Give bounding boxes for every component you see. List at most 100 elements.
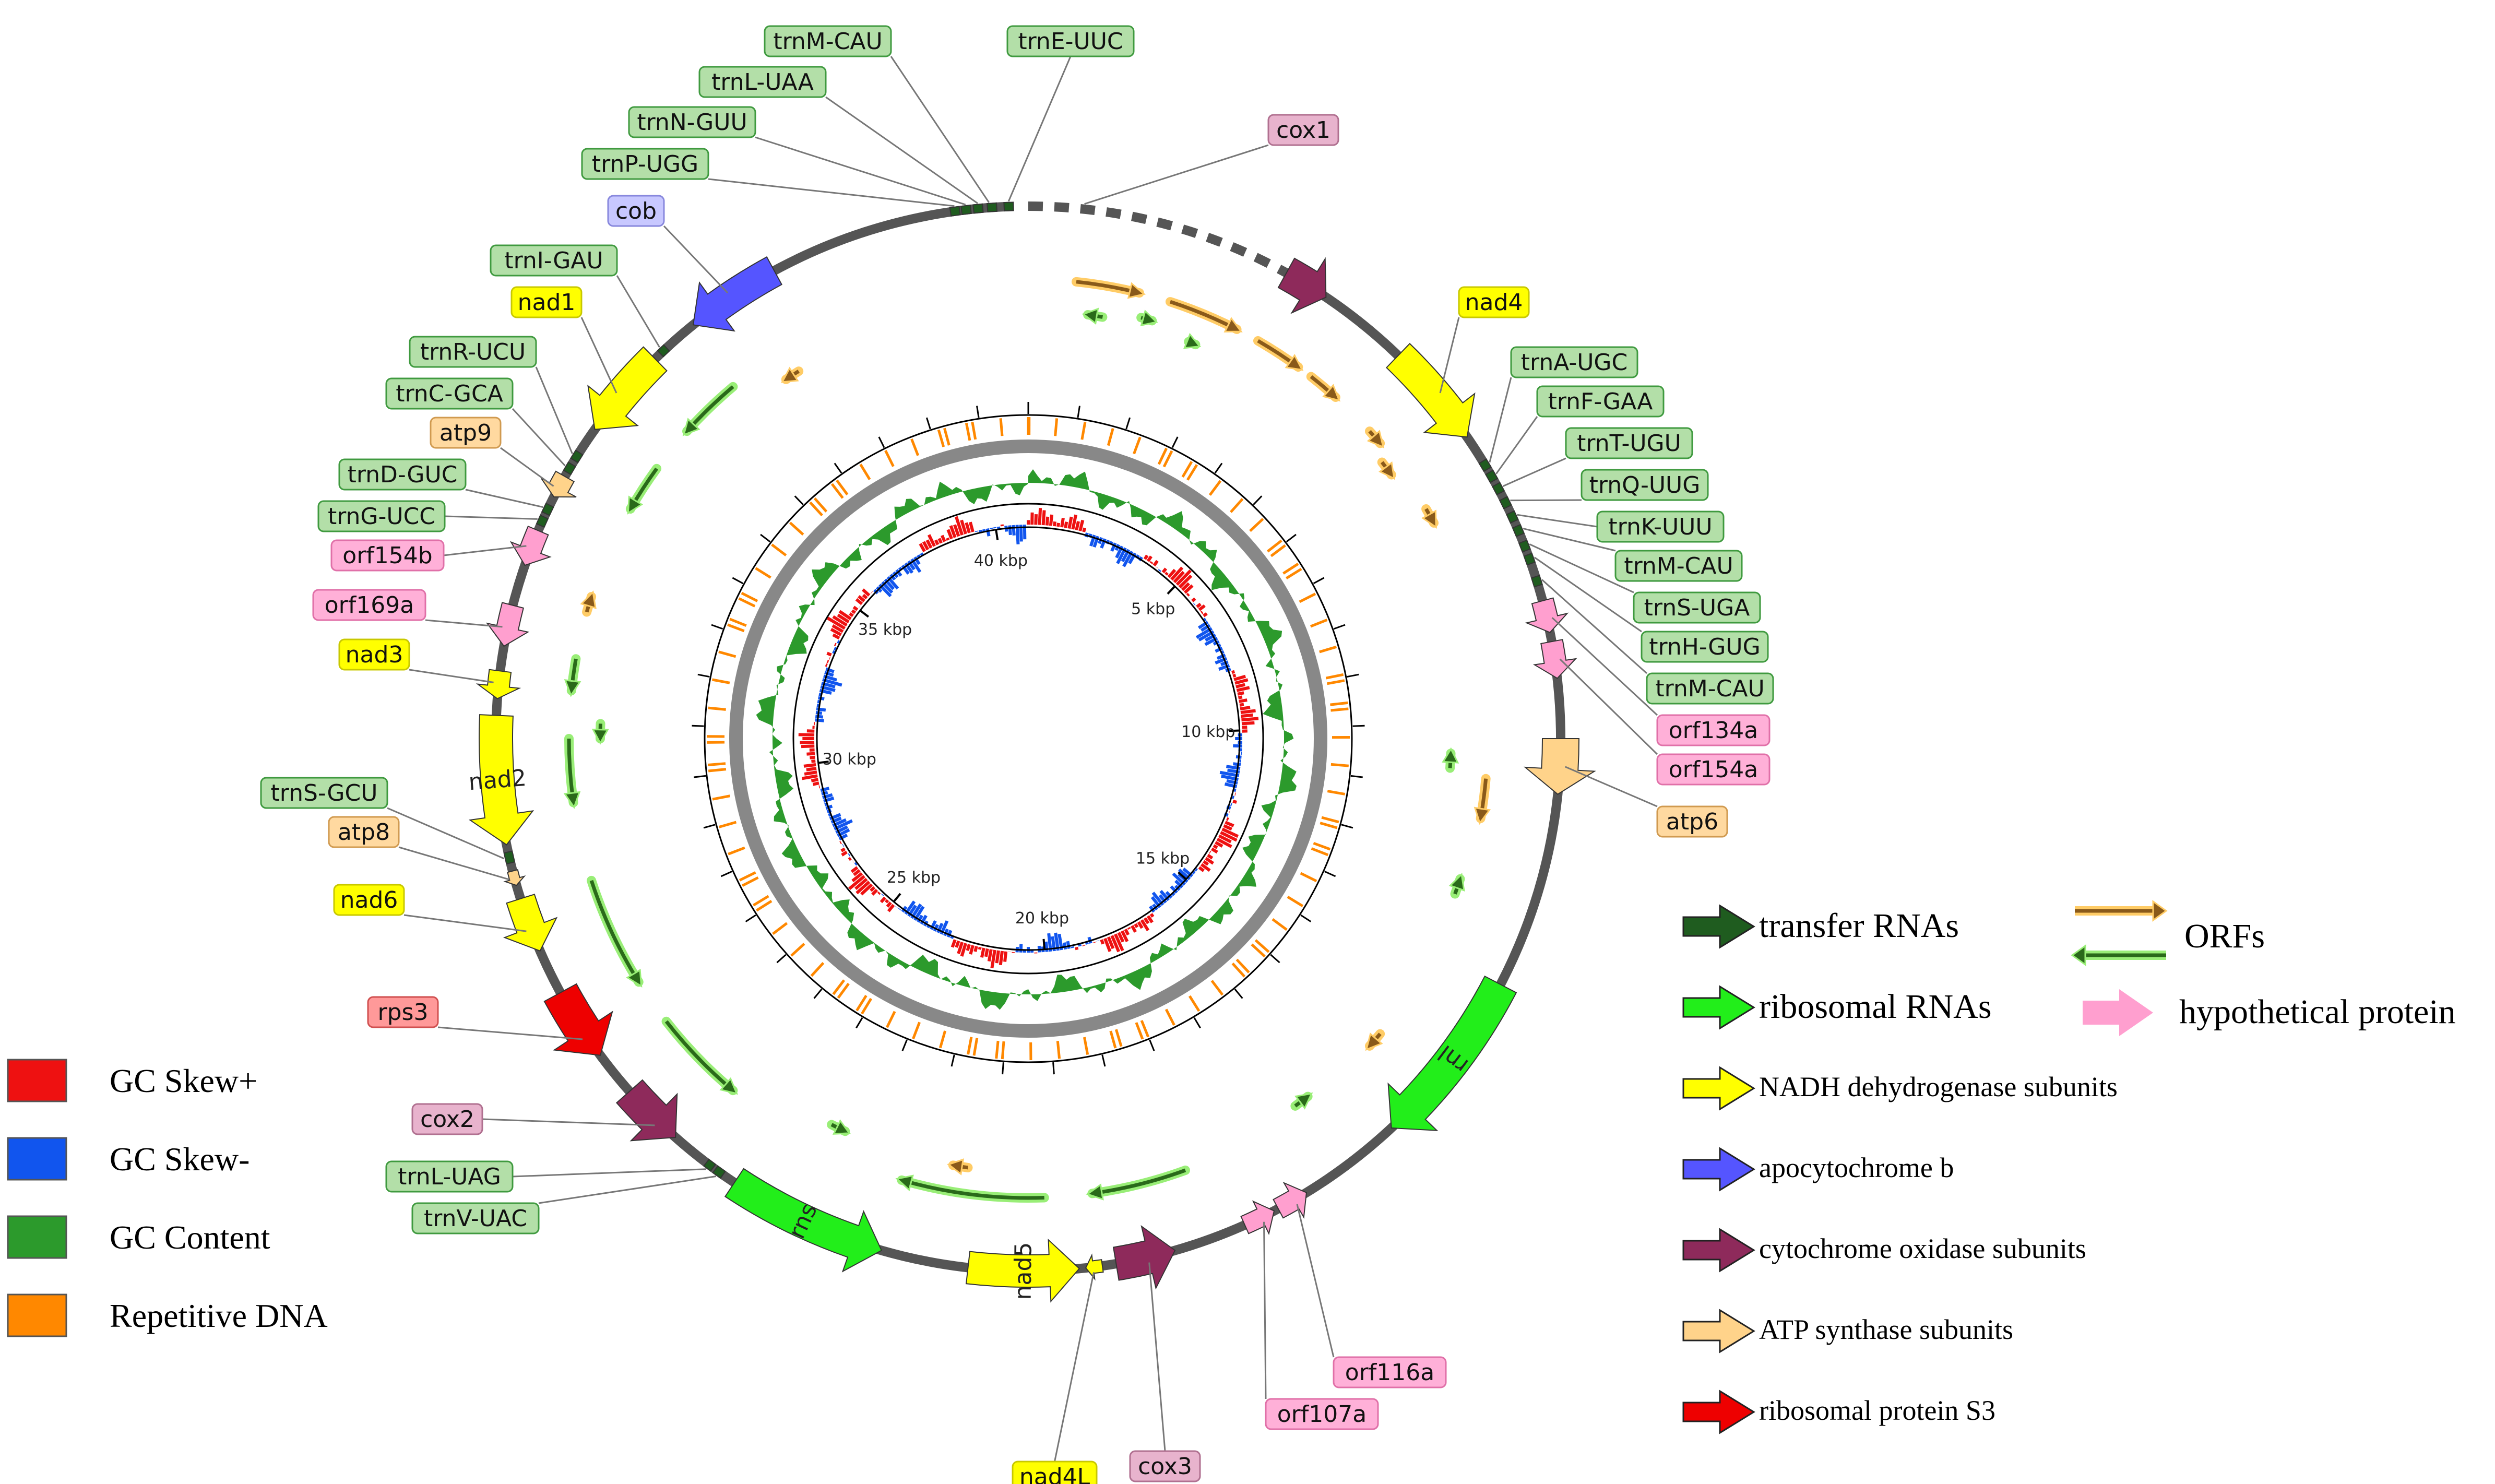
gc-skew-positive xyxy=(1078,519,1085,531)
leader-trnM-CAU-2 xyxy=(1523,528,1616,552)
gc-skew-positive xyxy=(1165,572,1169,576)
repeat-mark xyxy=(1320,822,1338,829)
gc-skew-positive xyxy=(1235,683,1245,688)
gc-skew-negative xyxy=(824,671,834,677)
label-trnH-GUG: trnH-GUG xyxy=(1649,634,1760,660)
gc-skew-negative xyxy=(822,793,833,799)
gc-skew-positive xyxy=(1226,817,1229,821)
label-trnM-CAU-1: trnM-CAU xyxy=(773,28,882,55)
repeat-mark xyxy=(755,567,771,579)
feature-rnl xyxy=(1387,975,1517,1131)
repeat-mark xyxy=(1325,673,1344,680)
leader-trnM-CAU-3 xyxy=(1541,579,1647,674)
outer-tick xyxy=(834,462,842,474)
kbp-tick-label: 5 kbp xyxy=(1131,600,1175,618)
gc-skew-negative xyxy=(1216,654,1226,660)
label-trnE-UUC: trnE-UUC xyxy=(1018,28,1123,55)
gc-skew-negative xyxy=(901,564,910,575)
repeat-mark xyxy=(995,1040,1000,1059)
gc-skew-positive xyxy=(860,883,873,896)
repeat-mark xyxy=(708,768,727,773)
gc-skew-positive xyxy=(1173,571,1185,584)
leader-trnR-UCU xyxy=(535,366,573,454)
gc-skew-negative xyxy=(854,862,858,866)
label-atp9: atp9 xyxy=(439,420,492,446)
gc-skew-positive xyxy=(1124,928,1130,936)
repeat-mark xyxy=(943,428,951,446)
label-box-trnV-UAC xyxy=(411,1202,540,1234)
legend-arrow xyxy=(1682,1147,1755,1192)
legend-arrow xyxy=(1682,1228,1755,1273)
feature-trnR-UCU xyxy=(570,449,584,464)
leader-rps3 xyxy=(437,1026,583,1040)
gc-skew-positive xyxy=(848,857,852,861)
gc-skew-positive xyxy=(1200,611,1204,614)
repeat-mark xyxy=(1162,450,1173,468)
gc-skew-positive xyxy=(1149,913,1155,918)
leader-trnL-UAG xyxy=(512,1168,707,1178)
gc-skew-positive xyxy=(1146,915,1154,923)
gc-skew-negative xyxy=(1170,885,1178,894)
gc-skew-negative xyxy=(943,928,949,936)
gc-skew-positive xyxy=(1216,837,1232,848)
gc-skew-positive xyxy=(1207,853,1214,860)
leader-trnT-UGU xyxy=(1502,457,1566,487)
label-trnS-GCU: trnS-GCU xyxy=(271,780,378,806)
gc-skew-positive xyxy=(937,538,943,544)
repeat-mark xyxy=(1330,707,1349,712)
legend-label: GC Content xyxy=(110,1219,270,1256)
feature-trnC-GCA xyxy=(563,461,576,476)
gc-skew-positive xyxy=(1225,821,1234,827)
label-trnC-GCA: trnC-GCA xyxy=(396,381,503,407)
label-box-nad4 xyxy=(1458,286,1530,318)
label-box-trnD-GUC xyxy=(338,458,467,491)
gc-skew-positive xyxy=(885,899,889,904)
gc-skew-positive xyxy=(1213,844,1218,849)
repeat-mark xyxy=(1210,980,1224,996)
orf-arrow-head xyxy=(1448,873,1465,892)
repeat-mark xyxy=(1282,563,1299,575)
leader-trnA-UGC xyxy=(1489,377,1512,463)
gc-skew-positive xyxy=(1220,831,1238,842)
gc-skew-negative xyxy=(837,640,840,644)
label-trnM-CAU-2: trnM-CAU xyxy=(1624,553,1733,579)
gc-skew-positive xyxy=(1149,561,1154,564)
leader-trnH-GUG xyxy=(1534,556,1642,633)
repeat-mark xyxy=(771,543,787,556)
label-box-trnS-UGA xyxy=(1633,591,1761,624)
gc-skew-positive xyxy=(925,539,933,549)
repeat-mark xyxy=(1321,816,1339,824)
repeat-mark xyxy=(1181,461,1193,478)
label-trnL-UAG: trnL-UAG xyxy=(398,1164,501,1190)
gc-skew-positive xyxy=(1107,936,1115,949)
gc-skew-positive xyxy=(861,588,871,597)
gc-skew-positive xyxy=(1100,939,1105,945)
label-box-trnT-UGU xyxy=(1565,427,1693,459)
repeat-mark xyxy=(837,982,850,999)
leader-nad3 xyxy=(409,669,494,683)
gc-skew-positive xyxy=(1140,919,1150,932)
repeat-mark xyxy=(1249,518,1264,532)
gc-skew-negative xyxy=(834,647,837,650)
gc-skew-positive xyxy=(1153,560,1159,567)
gc-skew-positive xyxy=(1121,930,1129,943)
leader-orf107a xyxy=(1263,1221,1267,1399)
feature-nad4 xyxy=(1385,342,1476,438)
gc-skew-positive xyxy=(1114,933,1124,952)
gc-skew-positive xyxy=(1056,523,1061,527)
leader-orf116a xyxy=(1296,1204,1335,1358)
label-orf116a: orf116a xyxy=(1345,1359,1434,1386)
gc-skew-positive xyxy=(858,595,865,602)
gc-skew-negative xyxy=(1110,542,1117,552)
outer-tick xyxy=(1214,462,1223,474)
outer-tick xyxy=(720,871,733,877)
leader-trnV-UAC xyxy=(538,1176,717,1204)
repeat-mark xyxy=(971,421,977,440)
kbp-tick-label: 10 kbp xyxy=(1181,723,1235,741)
kbp-ring xyxy=(816,526,1241,951)
gc-skew-positive xyxy=(1186,592,1190,597)
orf-arrow-head xyxy=(1223,317,1243,333)
repeat-mark xyxy=(1188,995,1201,1012)
legend-label: Repetitive DNA xyxy=(110,1297,328,1334)
orf-arrow-head xyxy=(895,1174,914,1192)
